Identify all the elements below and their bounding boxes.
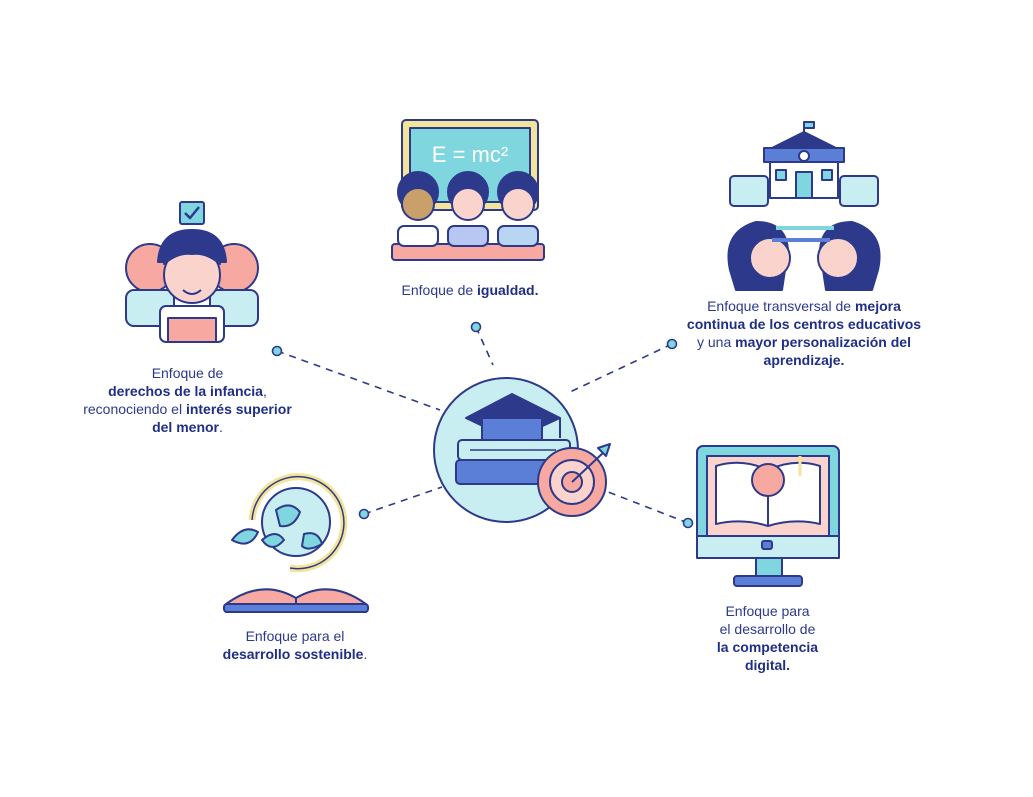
derechos-after3: . bbox=[219, 419, 223, 435]
connector-derechos bbox=[276, 350, 441, 411]
digital-bold2: digital. bbox=[744, 657, 791, 673]
label-igualdad: Enfoque de igualdad. bbox=[360, 281, 580, 299]
transversal-pre3: y una bbox=[697, 334, 736, 350]
graduation-cap-books-target-icon bbox=[433, 377, 611, 523]
label-transversal: Enfoque transversal de mejora continua d… bbox=[668, 297, 940, 369]
derechos-after1: , bbox=[262, 383, 267, 399]
label-digital: Enfoque para el desarrollo de la compete… bbox=[680, 602, 855, 674]
dot-igualdad bbox=[470, 321, 482, 333]
sostenible-after: . bbox=[363, 646, 368, 662]
blackboard-students-icon: E = mc² bbox=[391, 119, 545, 261]
dot-derechos bbox=[271, 345, 283, 357]
dot-sostenible bbox=[358, 508, 370, 520]
derechos-line1: Enfoque de bbox=[151, 365, 224, 381]
transversal-bold2: continua de los centros educativos bbox=[686, 316, 922, 332]
digital-line1: Enfoque para bbox=[725, 603, 810, 619]
monitor-book-icon bbox=[696, 445, 840, 587]
transversal-bold1: mejora bbox=[854, 298, 901, 314]
connector-igualdad bbox=[475, 326, 494, 366]
derechos-bold3: del menor bbox=[152, 419, 219, 435]
globe-book-icon bbox=[223, 473, 369, 613]
sostenible-line1: Enfoque para el bbox=[245, 628, 345, 644]
sostenible-bold: desarrollo sostenible bbox=[222, 646, 364, 662]
derechos-bold2: interés superior bbox=[185, 401, 292, 417]
digital-line2: el desarrollo de bbox=[719, 621, 816, 637]
dot-digital bbox=[682, 517, 694, 529]
connector-dots bbox=[271, 321, 694, 529]
connector-sostenible bbox=[363, 486, 443, 515]
label-sostenible: Enfoque para el desarrollo sostenible. bbox=[190, 627, 400, 663]
transversal-bold4: aprendizaje. bbox=[763, 352, 845, 368]
dot-transversal bbox=[666, 338, 678, 350]
digital-bold1: la competencia bbox=[716, 639, 819, 655]
derechos-pre2: reconociendo el bbox=[83, 401, 186, 417]
children-checkbox-icon bbox=[125, 201, 259, 343]
connectors bbox=[276, 326, 689, 524]
connector-transversal bbox=[569, 343, 673, 393]
transversal-bold3: mayor personalización del bbox=[735, 334, 911, 350]
derechos-bold1: derechos de la infancia bbox=[108, 383, 263, 399]
label-derechos-infancia: Enfoque de derechos de la infancia, reco… bbox=[60, 364, 315, 436]
transversal-pre1: Enfoque transversal de bbox=[707, 298, 855, 314]
school-dialogue-icon bbox=[727, 121, 881, 291]
connector-digital bbox=[597, 487, 689, 524]
igualdad-bold: igualdad. bbox=[477, 282, 539, 298]
igualdad-prefix: Enfoque de bbox=[401, 282, 478, 298]
blackboard-formula: E = mc² bbox=[432, 142, 508, 167]
